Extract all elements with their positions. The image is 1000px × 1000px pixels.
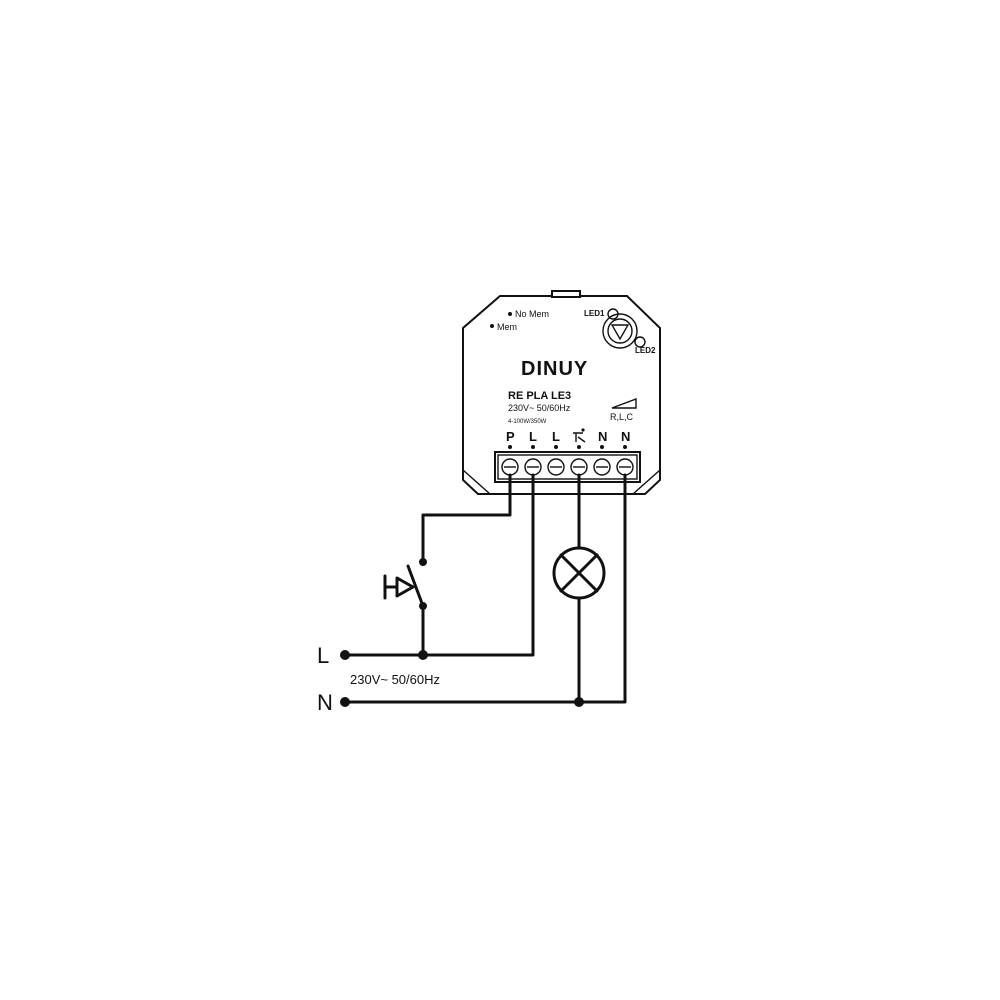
junction-dots [418,650,584,707]
terminal-label-n1: N [598,429,607,444]
neutral-label: N [317,690,333,715]
dimmer-dial-inner [607,318,633,344]
mode-mem-label: Mem [497,322,517,332]
dimmer-module: No Mem Mem LED1 LED2 DINUY RE PLA LE3 23… [462,290,661,495]
pushbutton-icon [383,558,427,610]
dimmer-arrow-icon [610,324,630,341]
power-rating-label: 4-100W/350W [508,419,547,425]
terminal-label-n2: N [621,429,630,444]
mode-no-mem-label: No Mem [515,309,549,319]
led1-label: LED1 [584,309,605,318]
terminal-block [494,451,641,483]
dimmer-dial[interactable] [602,313,638,349]
model-label: RE PLA LE3 [508,390,571,402]
line-label: L [317,643,329,668]
terminal-screw-l2[interactable] [547,458,565,476]
no-mem-dot [508,312,512,316]
top-notch [551,290,581,298]
wires [343,473,627,704]
terminal-screw-n1[interactable] [593,458,611,476]
load-types-label: R,L,C [610,412,634,422]
brand-logo: DINUY [521,358,588,380]
supply: L N 230V~ 50/60Hz [317,643,440,715]
led2-label: LED2 [635,346,656,355]
terminal-label-l1: L [529,429,537,444]
supply-voltage-label: 230V~ 50/60Hz [350,672,440,687]
neutral-terminal [340,697,350,707]
device-voltage-label: 230V~ 50/60Hz [508,403,571,413]
wire-p-to-pushbutton [421,473,512,564]
line-terminal [340,650,350,660]
mem-dot [490,324,494,328]
wire-line-n [343,473,627,704]
terminal-label-l2: L [552,429,560,444]
dimming-ramp-icon [611,397,637,409]
lamp-icon [552,546,606,600]
dimmed-output-icon [573,428,586,443]
terminal-block-inner [497,454,638,480]
right-lug [632,469,661,495]
terminal-label-p: P [506,429,515,444]
terminal-dots [508,445,627,449]
led2-indicator [634,336,646,348]
left-lug [462,469,491,495]
wire-line-l [343,473,535,657]
